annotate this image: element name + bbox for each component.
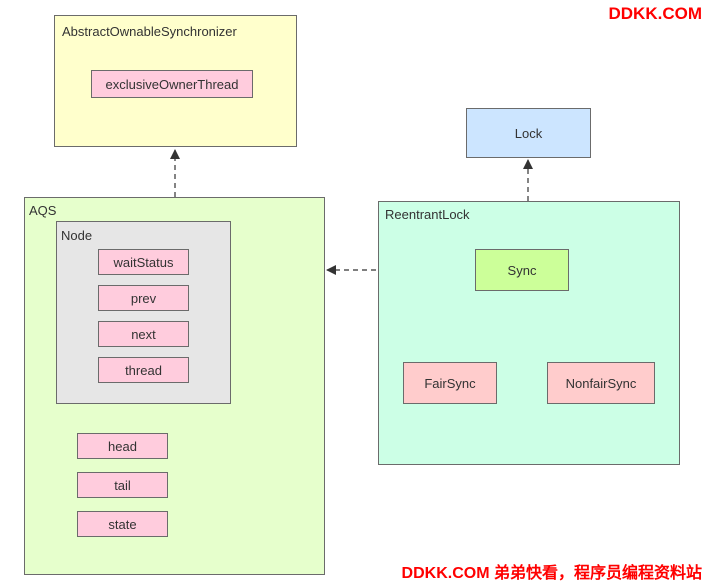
sync-class-box: Sync bbox=[475, 249, 569, 291]
aos-class-title: AbstractOwnableSynchronizer bbox=[62, 24, 237, 39]
fairsync-class-box: FairSync bbox=[403, 362, 497, 404]
reentrantlock-class-box: ReentrantLock bbox=[378, 201, 680, 465]
node-field-next: next bbox=[98, 321, 189, 347]
node-field-thread: thread bbox=[98, 357, 189, 383]
aqs-field-tail: tail bbox=[77, 472, 168, 498]
node-field-waitstatus: waitStatus bbox=[98, 249, 189, 275]
node-field-prev: prev bbox=[98, 285, 189, 311]
aqs-field-head: head bbox=[77, 433, 168, 459]
aos-exclusive-owner-thread-field: exclusiveOwnerThread bbox=[91, 70, 253, 98]
aqs-field-state: state bbox=[77, 511, 168, 537]
lock-interface-box: Lock bbox=[466, 108, 591, 158]
aqs-class-title: AQS bbox=[29, 203, 57, 218]
node-class-title: Node bbox=[61, 228, 93, 243]
watermark-top: DDKK.COM bbox=[608, 4, 703, 23]
reentrantlock-class-title: ReentrantLock bbox=[385, 207, 470, 222]
nonfairsync-class-box: NonfairSync bbox=[547, 362, 655, 404]
watermark-bottom: DDKK.COM 弟弟快看，程序员编程资料站 bbox=[401, 565, 702, 582]
